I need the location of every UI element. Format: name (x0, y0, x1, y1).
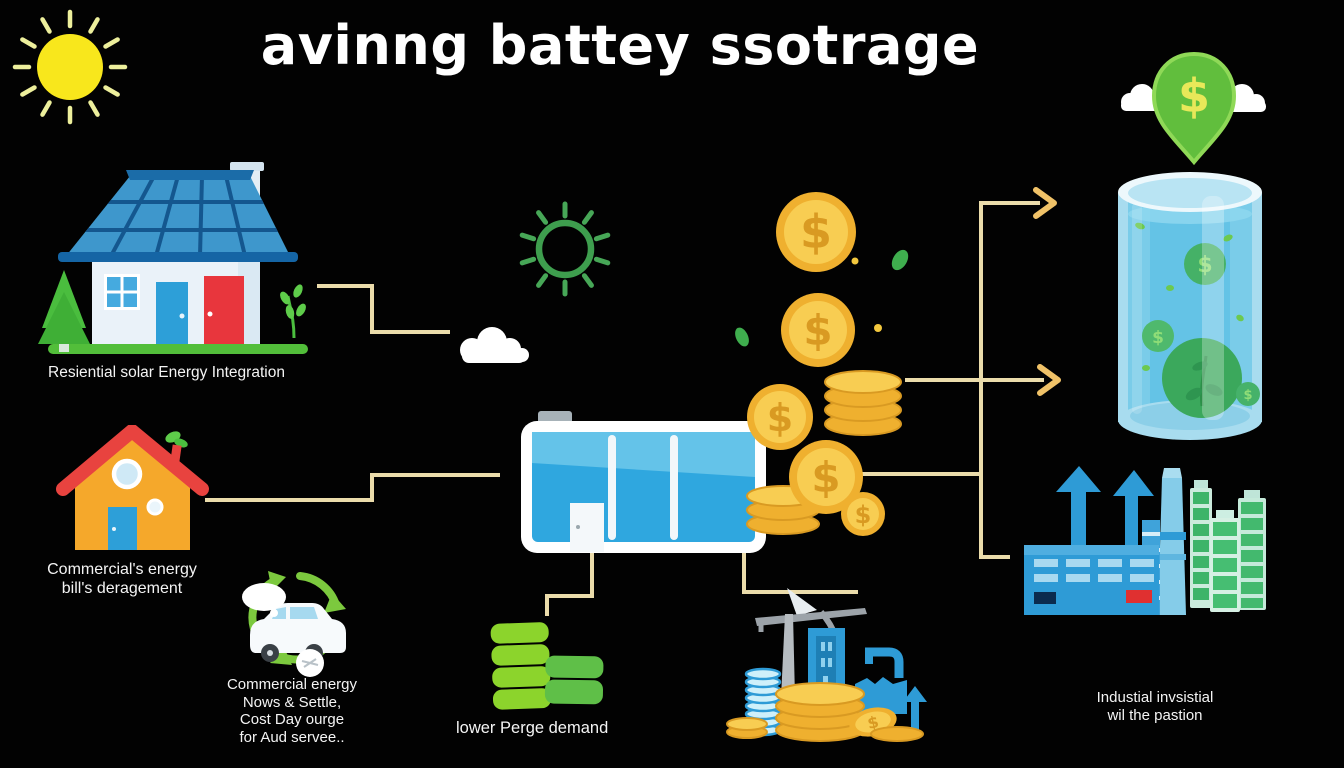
leaf-icon (891, 249, 909, 271)
smokestack (1158, 468, 1186, 615)
dollar-glyph: $ (866, 712, 881, 733)
demand-label: lower Perge demand (456, 719, 609, 737)
solar-house-icon (38, 162, 308, 354)
dollar-glyph: $ (1178, 69, 1210, 123)
dollar-glyph: $ (803, 306, 832, 355)
dollar-glyph: $ (811, 453, 840, 502)
stack-left (490, 622, 552, 710)
battery-storage-icon (521, 411, 766, 553)
coin: $ (789, 440, 863, 514)
coin: $ (841, 492, 885, 536)
connector-house2-to-battery (205, 473, 500, 502)
oil-pump-icon: $ (726, 588, 927, 742)
dollar-glyph: $ (767, 396, 793, 440)
page-title: avinng battey ssotrage (260, 14, 980, 77)
connector-battery-to-pump (742, 552, 858, 594)
battery-door (570, 503, 604, 552)
energy-stack-icon (490, 622, 604, 710)
tower (1210, 510, 1240, 612)
leaf-icon (165, 431, 188, 448)
green-sun-icon (519, 201, 611, 297)
industrial-label: Industial invsistial wil the pastion (1096, 689, 1214, 724)
connector-house-to-cloud (317, 284, 450, 334)
pipe-unit (855, 647, 907, 714)
small-up-arrow-icon (903, 686, 927, 730)
commercial-label: Commercial's energy bill's deragement (47, 561, 197, 597)
coin: $ (781, 293, 855, 367)
red-panel (1126, 590, 1152, 603)
coin-stack (824, 370, 902, 436)
pine-tree-icon (38, 270, 90, 352)
car-label: Commercial energy Nows & Settle, Cost Da… (226, 676, 358, 746)
connector-battery-to-stack (545, 552, 594, 616)
dollar-glyph: $ (1152, 328, 1164, 348)
flow-arrow-icon (1037, 364, 1061, 396)
red-roof (56, 425, 209, 496)
commercial-house-icon (56, 425, 209, 550)
tower (1238, 490, 1266, 610)
savings-jar-icon: $ $ $ (1118, 172, 1262, 440)
coin-pile-icon: $ (726, 682, 924, 742)
ev-car-recycle-icon (242, 571, 346, 677)
round-window (111, 458, 143, 490)
factory-icon (1024, 466, 1186, 615)
ground (48, 344, 308, 354)
pipe-coil (744, 667, 782, 737)
leaf-icon (735, 327, 749, 347)
dollar-glyph: $ (1197, 253, 1212, 278)
sun-icon (12, 9, 128, 125)
dollar-glyph: $ (1243, 388, 1252, 403)
pin-body (1151, 51, 1237, 166)
coin: $ (776, 192, 856, 272)
eco-money-bubbles: $ $ $ (1135, 222, 1260, 418)
dollar-glyph: $ (800, 205, 832, 259)
stack-right (544, 655, 604, 705)
scribble-badge (296, 649, 324, 677)
growth-arrow-icon (1056, 466, 1154, 546)
cloud-icon (460, 327, 529, 363)
coin: $ (747, 384, 813, 450)
tower (1190, 480, 1212, 608)
car (250, 603, 346, 662)
flow-arrow-icon (1033, 187, 1057, 219)
money-pin-icon: $ (1121, 51, 1266, 166)
speech-bubble (242, 583, 286, 617)
falling-coins-icon: $ $ $ $ $ (735, 192, 909, 536)
plant-icon (280, 284, 306, 339)
battery-tower-buildings-icon (1190, 480, 1266, 612)
dollar-glyph: $ (855, 501, 872, 529)
residential-label: Resiential solar Energy Integration (48, 364, 285, 381)
